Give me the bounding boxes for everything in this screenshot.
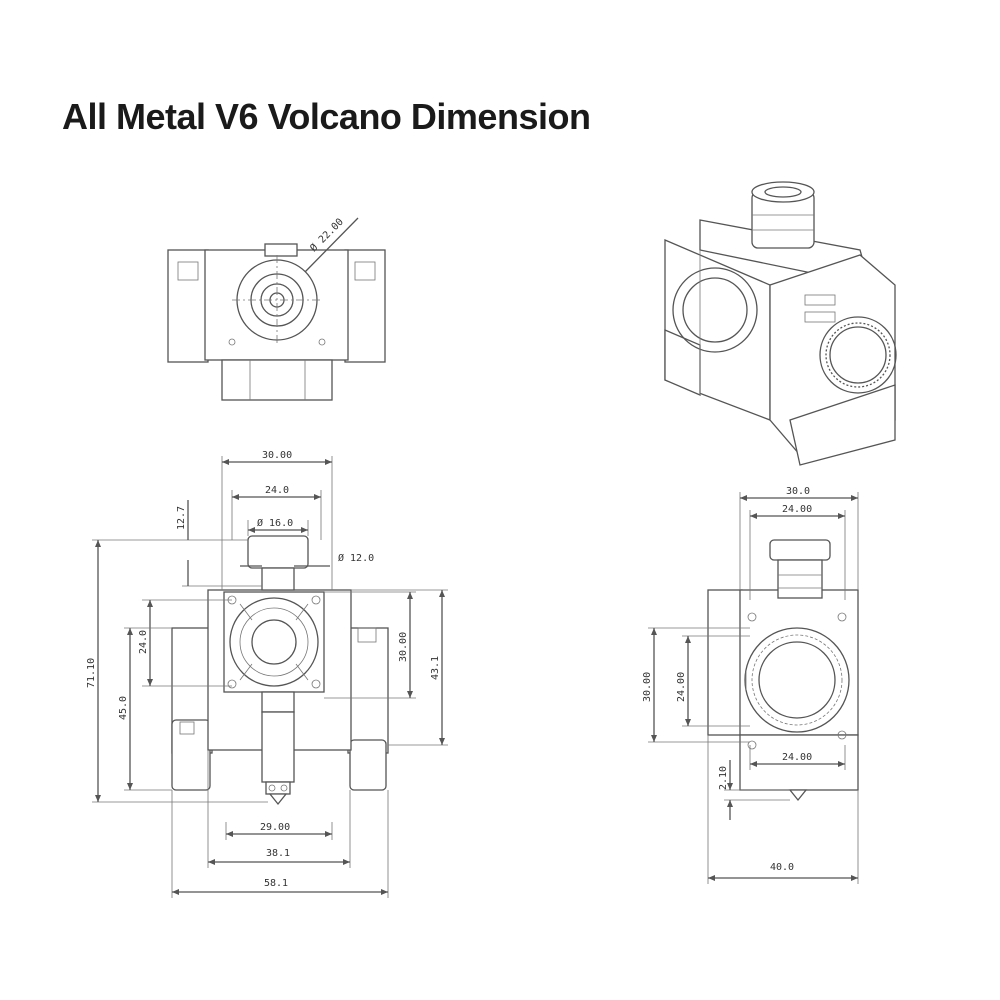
- side-dim-30-vert: 30.00: [642, 672, 653, 702]
- side-dim-24-vert: 24.00: [676, 672, 687, 702]
- front-dim-24-vert: 24.0: [138, 630, 149, 654]
- front-dim-12-7: 12.7: [176, 506, 187, 530]
- front-dim-29: 29.00: [260, 822, 290, 833]
- front-dim-dia-12: Ø 12.0: [338, 552, 374, 564]
- front-dim-43-1: 43.1: [430, 656, 441, 680]
- isometric-view: [664, 181, 897, 466]
- front-dim-38-1: 38.1: [266, 848, 290, 859]
- front-view: 30.00 24.0 Ø 16.0 Ø 12.0 29.00 38.1 58.1…: [86, 450, 448, 898]
- front-dim-dia-16: Ø 16.0: [257, 517, 293, 529]
- side-dim-2-10: 2.10: [718, 766, 729, 790]
- side-dim-30: 30.0: [786, 486, 810, 497]
- front-dim-71-10: 71.10: [86, 658, 97, 688]
- front-dim-30-vert: 30.00: [398, 632, 409, 662]
- top-view: Ø 22.00: [167, 216, 386, 401]
- front-dim-45: 45.0: [118, 696, 129, 720]
- page-title: All Metal V6 Volcano Dimension: [62, 96, 591, 137]
- front-dim-58-1: 58.1: [264, 878, 288, 889]
- top-dia-label: Ø 22.00: [308, 216, 346, 254]
- front-dim-24: 24.0: [265, 485, 289, 496]
- side-dim-24-top: 24.00: [782, 504, 812, 515]
- front-dim-30: 30.00: [262, 450, 292, 461]
- side-view: 30.0 24.00 24.00 40.0 30.00 24.00 2.10: [642, 486, 859, 884]
- side-dim-40: 40.0: [770, 862, 794, 873]
- side-dim-24-bottom: 24.00: [782, 752, 812, 763]
